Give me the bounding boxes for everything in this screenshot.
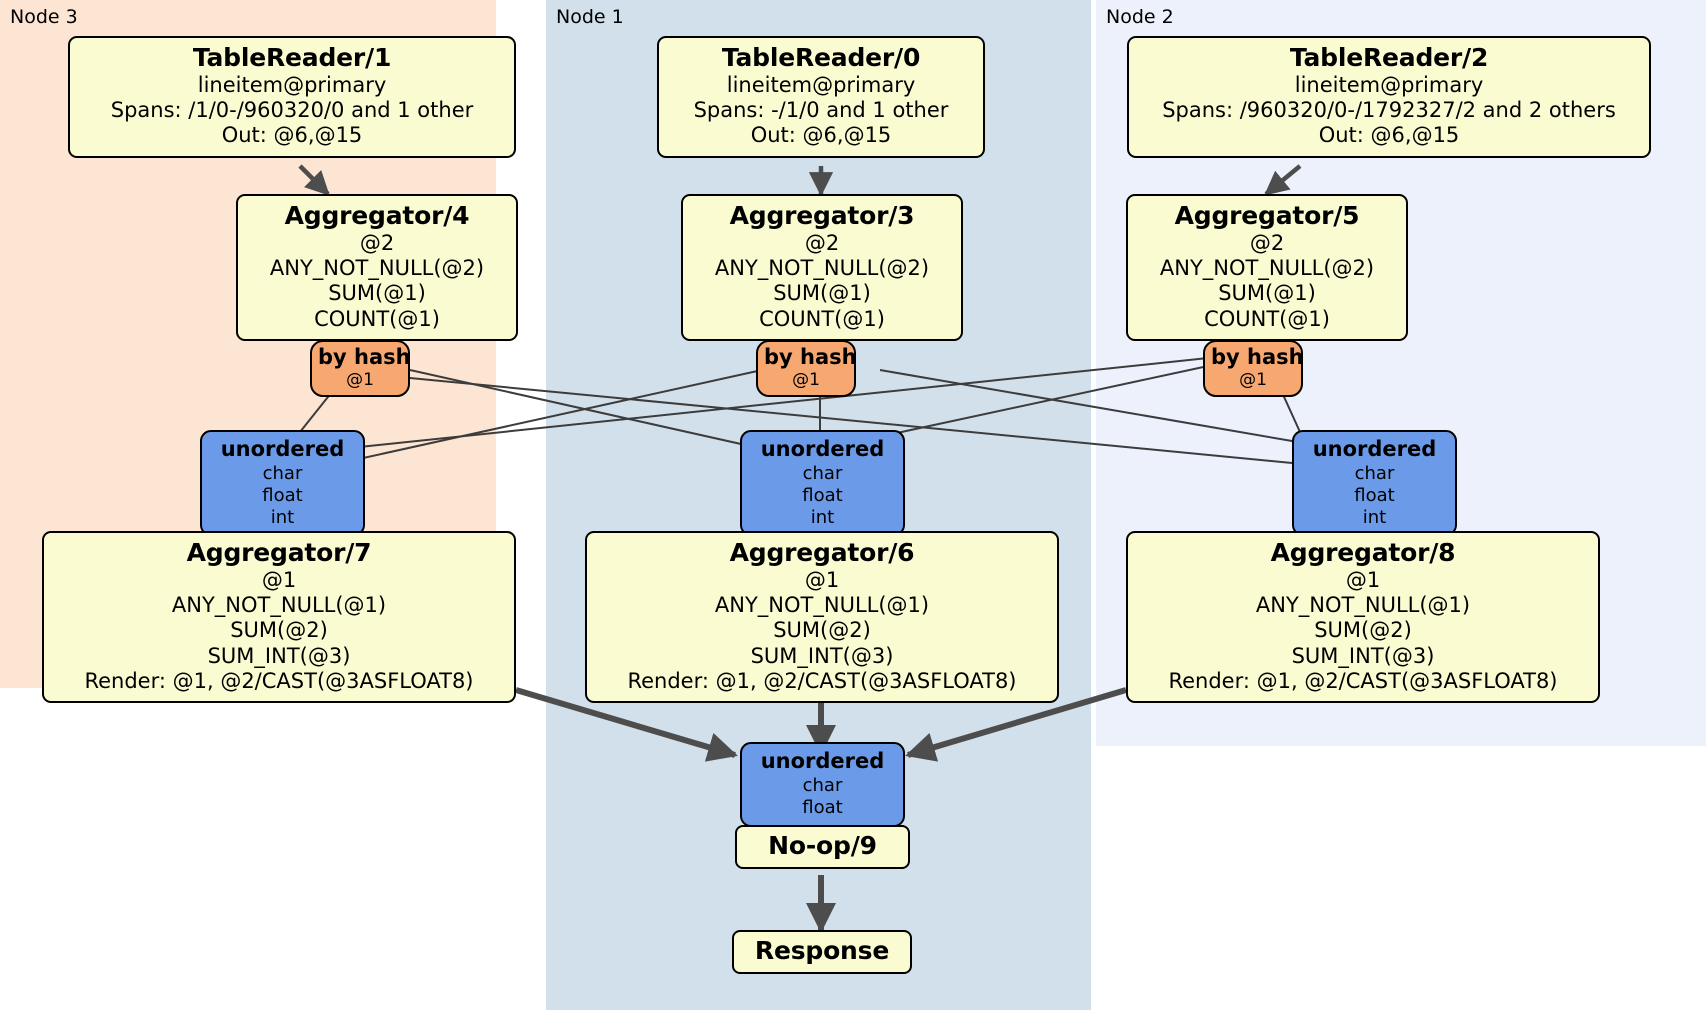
synchronizer-coltype-2: float: [1354, 484, 1395, 506]
processor-aggfn-1: ANY_NOT_NULL(@2): [714, 256, 930, 281]
processor-spans: Spans: -/1/0 and 1 other: [693, 98, 949, 123]
processor-tablereader-0[interactable]: TableReader/0 lineitem@primary Spans: -/…: [657, 36, 985, 158]
router-by-hash-left[interactable]: by hash @1: [310, 340, 411, 397]
processor-aggfn-1: ANY_NOT_NULL(@1): [171, 593, 387, 618]
processor-aggfn-2: SUM(@1): [328, 281, 426, 306]
synchronizer-unordered-center[interactable]: unordered char float int: [740, 430, 905, 537]
processor-aggfn-3: COUNT(@1): [759, 306, 885, 331]
processor-groupcols: @2: [359, 231, 395, 255]
processor-render: Render: @1, @2/CAST(@3ASFLOAT8): [1168, 668, 1558, 693]
synchronizer-coltype-2: float: [262, 484, 303, 506]
processor-out: Out: @6,@15: [1318, 123, 1460, 148]
processor-table: lineitem@primary: [1294, 73, 1484, 97]
processor-aggfn-2: SUM(@2): [230, 618, 328, 643]
router-by-hash-right[interactable]: by hash @1: [1203, 340, 1304, 397]
node-region-label-node1: Node 1: [556, 6, 624, 28]
processor-aggfn-2: SUM(@2): [773, 618, 871, 643]
processor-table: lineitem@primary: [197, 73, 387, 97]
processor-aggfn-2: SUM(@2): [1314, 618, 1412, 643]
synchronizer-unordered-final[interactable]: unordered char float: [740, 742, 905, 827]
synchronizer-coltype-1: char: [262, 462, 303, 484]
processor-noop-9[interactable]: No-op/9: [735, 825, 910, 869]
processor-tablereader-1[interactable]: TableReader/1 lineitem@primary Spans: /1…: [68, 36, 516, 158]
processor-aggfn-1: ANY_NOT_NULL(@1): [714, 593, 930, 618]
processor-aggfn-3: COUNT(@1): [314, 306, 440, 331]
processor-aggregator-7[interactable]: Aggregator/7 @1 ANY_NOT_NULL(@1) SUM(@2)…: [42, 531, 516, 703]
processor-aggregator-6[interactable]: Aggregator/6 @1 ANY_NOT_NULL(@1) SUM(@2)…: [585, 531, 1059, 703]
processor-aggfn-2: SUM(@1): [773, 281, 871, 306]
router-by-hash-center[interactable]: by hash @1: [756, 340, 857, 397]
processor-title: TableReader/2: [1289, 43, 1489, 72]
synchronizer-coltype-2: float: [802, 796, 843, 818]
processor-title: Aggregator/5: [1174, 201, 1360, 230]
processor-aggfn-1: ANY_NOT_NULL(@2): [1159, 256, 1375, 281]
synchronizer-coltype-1: char: [1354, 462, 1395, 484]
synchronizer-coltype-3: int: [1362, 506, 1387, 528]
router-type: by hash: [318, 345, 411, 369]
processor-title: Aggregator/4: [284, 201, 470, 230]
processor-aggregator-3[interactable]: Aggregator/3 @2 ANY_NOT_NULL(@2) SUM(@1)…: [681, 194, 963, 341]
node-region-label-node2: Node 2: [1106, 6, 1174, 28]
synchronizer-unordered-right[interactable]: unordered char float int: [1292, 430, 1457, 537]
processor-out: Out: @6,@15: [750, 123, 892, 148]
processor-aggregator-8[interactable]: Aggregator/8 @1 ANY_NOT_NULL(@1) SUM(@2)…: [1126, 531, 1600, 703]
node-region-label-node3: Node 3: [10, 6, 78, 28]
processor-title: TableReader/1: [192, 43, 392, 72]
processor-title: Aggregator/8: [1270, 538, 1456, 567]
processor-aggfn-3: SUM_INT(@3): [750, 643, 894, 668]
processor-spans: Spans: /960320/0-/1792327/2 and 2 others: [1162, 98, 1616, 123]
processor-title: Aggregator/7: [186, 538, 372, 567]
processor-out: Out: @6,@15: [221, 123, 363, 148]
processor-aggfn-2: SUM(@1): [1218, 281, 1316, 306]
processor-tablereader-2[interactable]: TableReader/2 lineitem@primary Spans: /9…: [1127, 36, 1651, 158]
synchronizer-coltype-2: float: [802, 484, 843, 506]
processor-title: No-op/9: [768, 831, 877, 860]
router-type: by hash: [1211, 345, 1304, 369]
processor-groupcols: @1: [261, 568, 297, 592]
processor-response[interactable]: Response: [732, 930, 912, 974]
synchronizer-type: unordered: [220, 437, 345, 461]
processor-render: Render: @1, @2/CAST(@3ASFLOAT8): [627, 668, 1017, 693]
processor-spans: Spans: /1/0-/960320/0 and 1 other: [110, 98, 474, 123]
processor-title: Response: [754, 936, 890, 965]
processor-aggfn-3: SUM_INT(@3): [207, 643, 351, 668]
router-type: by hash: [764, 345, 857, 369]
synchronizer-type: unordered: [760, 437, 885, 461]
processor-aggregator-4[interactable]: Aggregator/4 @2 ANY_NOT_NULL(@2) SUM(@1)…: [236, 194, 518, 341]
processor-aggfn-1: ANY_NOT_NULL(@1): [1255, 593, 1471, 618]
processor-groupcols: @1: [804, 568, 840, 592]
processor-groupcols: @2: [1249, 231, 1285, 255]
synchronizer-coltype-3: int: [270, 506, 295, 528]
processor-table: lineitem@primary: [726, 73, 916, 97]
synchronizer-coltype-1: char: [802, 774, 843, 796]
processor-title: Aggregator/3: [729, 201, 915, 230]
synchronizer-unordered-left[interactable]: unordered char float int: [200, 430, 365, 537]
synchronizer-coltype-3: int: [810, 506, 835, 528]
processor-groupcols: @1: [1345, 568, 1381, 592]
processor-aggfn-3: SUM_INT(@3): [1291, 643, 1435, 668]
router-column: @1: [792, 369, 820, 390]
router-column: @1: [1239, 369, 1267, 390]
synchronizer-type: unordered: [1312, 437, 1437, 461]
processor-groupcols: @2: [804, 231, 840, 255]
processor-render: Render: @1, @2/CAST(@3ASFLOAT8): [84, 668, 474, 693]
processor-title: Aggregator/6: [729, 538, 915, 567]
processor-aggfn-3: COUNT(@1): [1204, 306, 1330, 331]
synchronizer-type: unordered: [760, 749, 885, 773]
processor-title: TableReader/0: [721, 43, 921, 72]
synchronizer-coltype-1: char: [802, 462, 843, 484]
router-column: @1: [346, 369, 374, 390]
processor-aggfn-1: ANY_NOT_NULL(@2): [269, 256, 485, 281]
processor-aggregator-5[interactable]: Aggregator/5 @2 ANY_NOT_NULL(@2) SUM(@1)…: [1126, 194, 1408, 341]
